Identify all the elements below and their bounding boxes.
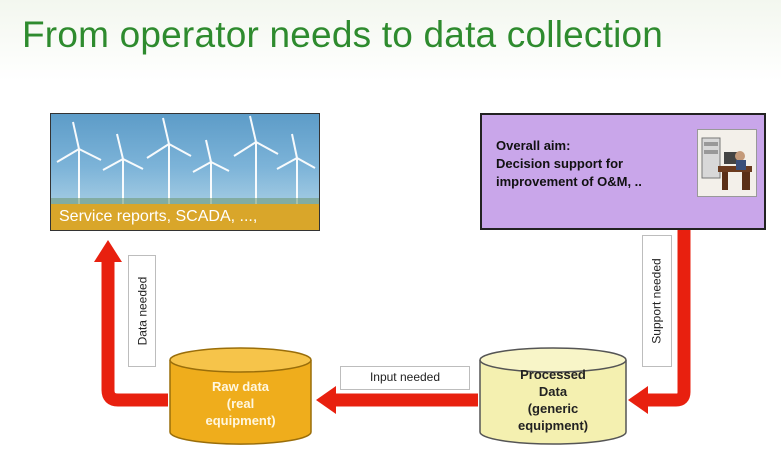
processed-data-label: Processed Data (generic equipment) — [517, 367, 589, 433]
aim-text: Overall aim: Decision support for improv… — [496, 137, 696, 191]
support-arrowhead — [628, 386, 648, 414]
desk-illustration — [701, 137, 752, 190]
data-needed-label: Data needed — [128, 255, 156, 367]
office-desk-image — [697, 129, 757, 197]
cylinder-shape — [479, 347, 627, 445]
processed-data-cylinder: Processed Data (generic equipment) — [478, 346, 628, 446]
aim-line: Overall aim: — [496, 138, 571, 153]
cylinder-shape — [169, 347, 312, 445]
data-arrow — [101, 262, 168, 407]
farm-caption: Service reports, SCADA, ..., — [51, 204, 319, 230]
input-needed-label: Input needed — [340, 366, 470, 390]
wind-farm-image: Service reports, SCADA, ..., — [50, 113, 320, 231]
raw-data-cylinder: Raw data (real equipment) — [168, 346, 313, 446]
page-title: From operator needs to data collection — [22, 14, 664, 55]
support-needed-label: Support needed — [642, 235, 672, 367]
support-arrow — [648, 230, 691, 407]
wind-turbines — [51, 115, 319, 206]
overall-aim-box: Overall aim: Decision support for improv… — [480, 113, 766, 230]
input-arrowhead — [316, 386, 336, 414]
aim-line: improvement of O&M, .. — [496, 174, 642, 189]
aim-line: Decision support for — [496, 156, 624, 171]
data-arrowhead — [94, 240, 122, 262]
raw-data-label: Raw data (real equipment) — [205, 379, 276, 428]
